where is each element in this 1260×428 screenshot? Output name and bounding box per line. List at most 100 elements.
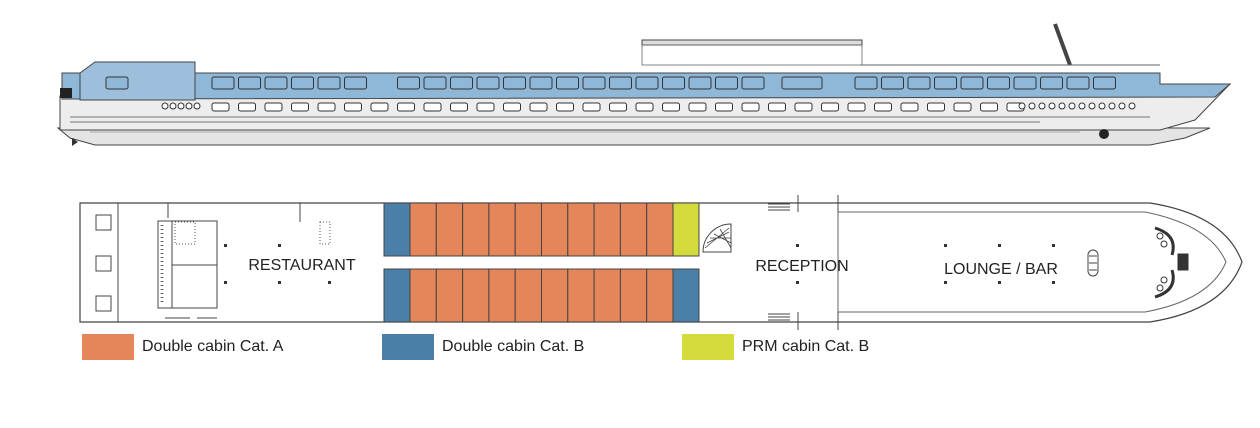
starboard-cabin-5 bbox=[488, 202, 516, 257]
lower-window bbox=[476, 102, 495, 112]
porthole bbox=[1118, 102, 1126, 110]
upper-window bbox=[317, 76, 341, 90]
lower-window bbox=[847, 102, 866, 112]
upper-window bbox=[291, 76, 314, 90]
upper-window bbox=[503, 76, 526, 90]
bow-portholes bbox=[161, 102, 1136, 110]
upper-windows bbox=[105, 76, 1116, 90]
starboard-cabin-3 bbox=[435, 202, 464, 257]
lower-window bbox=[715, 102, 733, 112]
starboard-cabin-9 bbox=[593, 202, 621, 257]
upper-window bbox=[238, 76, 261, 90]
porthole bbox=[1058, 102, 1066, 110]
upper-window bbox=[423, 76, 447, 90]
upper-window bbox=[662, 76, 685, 90]
porthole bbox=[1068, 102, 1076, 110]
porthole bbox=[1078, 102, 1086, 110]
reception-label: RECEPTION bbox=[755, 258, 848, 275]
port-cabin-8 bbox=[567, 268, 595, 323]
port-cabin-1 bbox=[383, 268, 411, 323]
staircase-icon bbox=[702, 223, 732, 253]
upper-window bbox=[1093, 76, 1116, 90]
port-cabin-3 bbox=[435, 268, 464, 323]
lower-window bbox=[874, 102, 892, 112]
legend-swatch-prm bbox=[682, 334, 734, 360]
lower-window bbox=[821, 102, 839, 112]
starboard-cabin-8 bbox=[567, 202, 595, 257]
porthole bbox=[1048, 102, 1056, 110]
upper-window bbox=[211, 76, 235, 90]
lower-window bbox=[927, 102, 945, 112]
port-cabin-2 bbox=[409, 268, 437, 323]
upper-window bbox=[854, 76, 878, 90]
porthole bbox=[1128, 102, 1136, 110]
upper-window bbox=[582, 76, 606, 90]
lower-window bbox=[980, 102, 998, 112]
lower-window bbox=[768, 102, 786, 112]
ship-side-view bbox=[56, 23, 1232, 146]
lounge-bar-label: LOUNGE / BAR bbox=[944, 261, 1058, 278]
upper-window bbox=[1013, 76, 1037, 90]
lower-window bbox=[264, 102, 283, 112]
upper-window bbox=[741, 76, 765, 90]
legend-item-cat-b: Double cabin Cat. B bbox=[382, 334, 584, 360]
porthole bbox=[1098, 102, 1106, 110]
lower-window bbox=[900, 102, 919, 112]
upper-window bbox=[781, 76, 823, 90]
legend-swatch-cat-b bbox=[382, 334, 434, 360]
porthole bbox=[193, 102, 201, 110]
upper-window bbox=[715, 76, 738, 90]
upper-window bbox=[987, 76, 1010, 90]
port-cabin-5 bbox=[488, 268, 516, 323]
upper-window bbox=[556, 76, 579, 90]
port-cabin-9 bbox=[593, 268, 621, 323]
upper-window bbox=[960, 76, 984, 90]
upper-window bbox=[609, 76, 632, 90]
upper-window bbox=[344, 76, 367, 90]
lower-window bbox=[423, 102, 442, 112]
lower-window bbox=[211, 102, 230, 112]
upper-window bbox=[688, 76, 712, 90]
porthole bbox=[1018, 102, 1026, 110]
lower-window bbox=[794, 102, 813, 112]
lower-window bbox=[662, 102, 680, 112]
starboard-cabin-10 bbox=[619, 202, 648, 257]
lower-window bbox=[370, 102, 389, 112]
restaurant-label: RESTAURANT bbox=[248, 257, 355, 274]
lower-window bbox=[397, 102, 415, 112]
cabin-row-port bbox=[383, 268, 700, 323]
porthole bbox=[1028, 102, 1036, 110]
legend-swatch-cat-a bbox=[82, 334, 134, 360]
upper-window bbox=[1066, 76, 1090, 90]
lower-window bbox=[238, 102, 256, 112]
porthole bbox=[1108, 102, 1116, 110]
upper-window bbox=[881, 76, 904, 90]
upper-window bbox=[934, 76, 957, 90]
upper-window bbox=[907, 76, 931, 90]
legend-label-cat-a: Double cabin Cat. A bbox=[142, 338, 284, 355]
upper-window bbox=[529, 76, 553, 90]
lower-window bbox=[953, 102, 972, 112]
lower-window bbox=[291, 102, 309, 112]
legend-label-cat-b: Double cabin Cat. B bbox=[442, 338, 585, 355]
lower-window bbox=[688, 102, 707, 112]
port-cabin-4 bbox=[462, 268, 490, 323]
lower-window bbox=[609, 102, 627, 112]
bow-seating-icon bbox=[1154, 226, 1189, 299]
lower-window bbox=[344, 102, 362, 112]
lower-window bbox=[450, 102, 468, 112]
starboard-cabin-12 bbox=[672, 202, 700, 257]
legend-item-prm: PRM cabin Cat. B bbox=[682, 334, 869, 360]
lower-window bbox=[317, 102, 336, 112]
porthole bbox=[1088, 102, 1096, 110]
porthole bbox=[185, 102, 193, 110]
deck-top-view: RESTAURANT RECEPTION LOUNGE / BAR bbox=[79, 195, 1243, 330]
lower-window bbox=[635, 102, 654, 112]
port-cabin-10 bbox=[619, 268, 648, 323]
anchor-icon bbox=[1099, 129, 1109, 139]
porthole bbox=[161, 102, 169, 110]
cabin-row-starboard bbox=[383, 202, 700, 257]
upper-window bbox=[476, 76, 500, 90]
lower-window bbox=[503, 102, 521, 112]
